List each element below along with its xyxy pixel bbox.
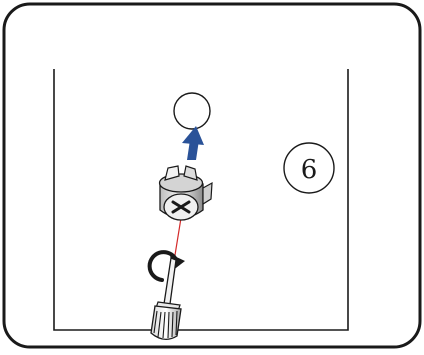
cam-lock-icon [158, 165, 213, 221]
step-number-badge: 6 [283, 142, 335, 194]
step-number: 6 [301, 155, 318, 185]
screwdriver-icon [150, 257, 182, 340]
arrow-up-icon [182, 126, 204, 160]
outer-frame [2, 2, 422, 349]
panel-outline [53, 69, 349, 331]
circle-hole-icon [173, 92, 211, 130]
